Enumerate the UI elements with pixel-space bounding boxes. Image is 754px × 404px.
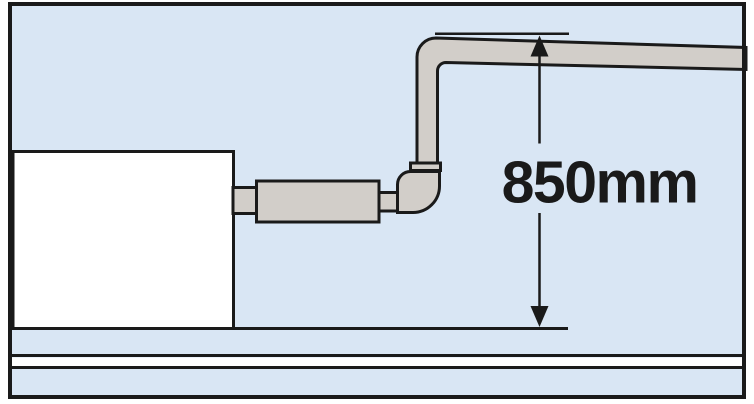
muffler-body xyxy=(255,179,381,224)
machine-body xyxy=(11,150,235,330)
dimension-label: 850mm xyxy=(502,150,698,216)
panel-border xyxy=(8,2,746,399)
dimension-arrowhead-bottom xyxy=(530,306,549,327)
dimension-arrowhead-top xyxy=(530,35,549,57)
riser-and-top-run-pipe xyxy=(415,36,748,170)
base-white-band xyxy=(11,357,743,366)
pipe-assembly xyxy=(231,36,748,224)
elbow-fitting xyxy=(396,170,441,214)
dimension-annotation: 850mm xyxy=(435,32,699,327)
outlet-stub-pipe xyxy=(231,186,259,215)
elbow-collar xyxy=(409,161,442,172)
